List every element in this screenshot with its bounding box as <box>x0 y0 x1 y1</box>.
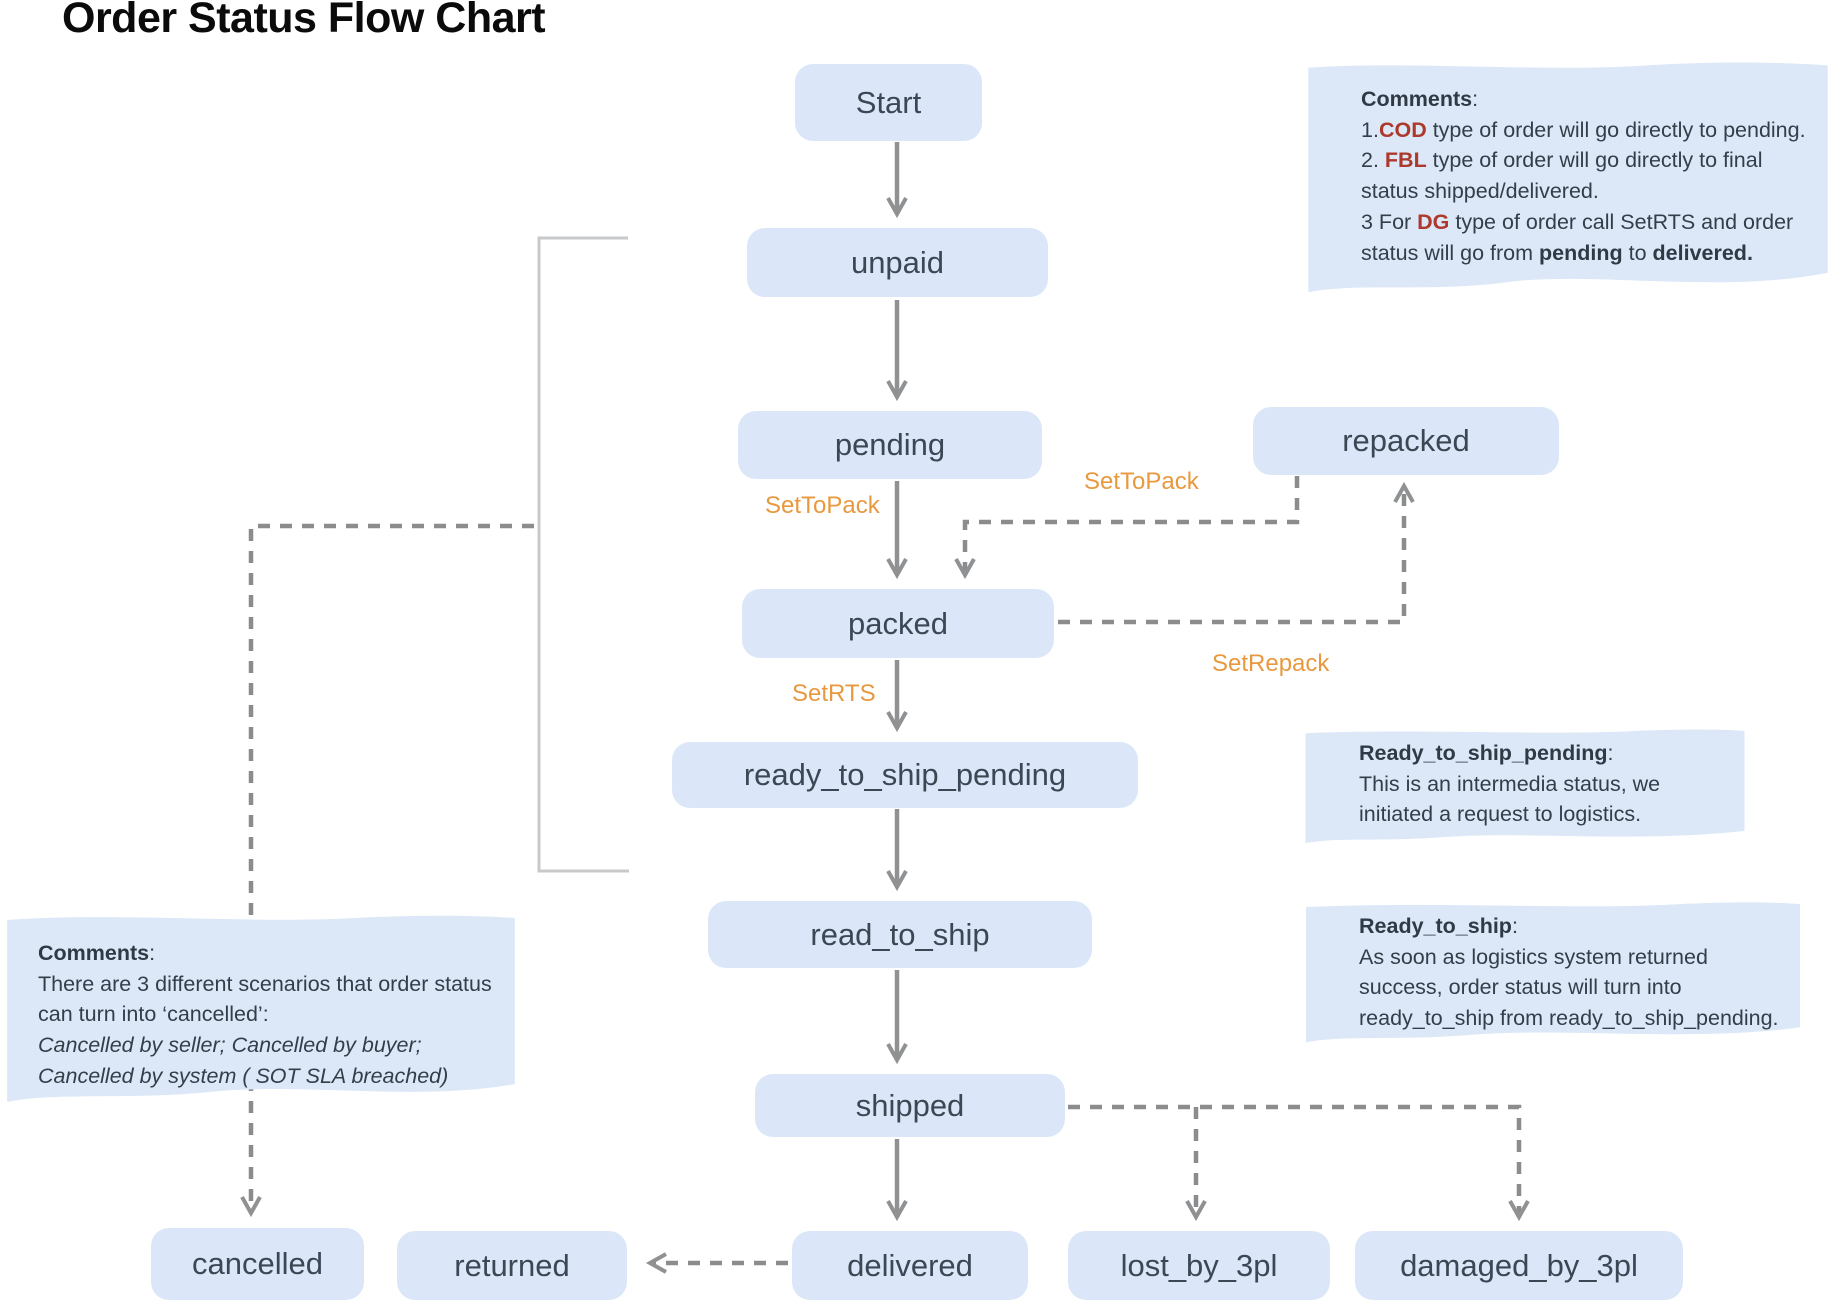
edge-label-setrepack: SetRepack <box>1212 650 1330 677</box>
node-label: Start <box>855 84 922 120</box>
keyword-dg: DG <box>1417 209 1450 234</box>
note-line: 2. FBL type of order will go directly to… <box>1361 148 1763 204</box>
note-heading: Ready_to_ship <box>1359 914 1512 938</box>
note-line: 1.COD type of order will go directly to … <box>1361 117 1806 142</box>
edge-label-settopack-repacked: SetToPack <box>1084 468 1199 495</box>
node-label: repacked <box>1342 423 1470 458</box>
node-packed: packed <box>742 589 1054 658</box>
node-repacked: repacked <box>1253 407 1559 475</box>
node-label: delivered <box>847 1247 973 1283</box>
note-heading: Ready_to_ship_pending <box>1359 741 1608 765</box>
node-label: packed <box>848 605 948 641</box>
node-returned: returned <box>397 1231 627 1300</box>
node-label: returned <box>454 1247 570 1283</box>
node-label: pending <box>834 427 946 462</box>
node-ready-to-ship-pending: ready_to_ship_pending <box>672 742 1138 808</box>
node-label: ready_to_ship_pending <box>743 757 1067 792</box>
note-ready-to-ship-pending: Ready_to_ship_pending: This is an interm… <box>1301 726 1749 848</box>
node-lost-by-3pl: lost_by_3pl <box>1068 1231 1330 1300</box>
node-unpaid: unpaid <box>747 228 1048 297</box>
note-wavy-background <box>1305 729 1745 844</box>
note-body: This is an intermedia status, we initiat… <box>1359 771 1661 827</box>
bracket-line <box>537 236 629 873</box>
note-wavy-background <box>1308 62 1828 293</box>
node-damaged-by-3pl: damaged_by_3pl <box>1355 1231 1683 1300</box>
node-label: read_to_ship <box>810 916 990 952</box>
note-cancel-comments: Comments: There are 3 different scenario… <box>2 910 520 1110</box>
note-body-italic: Cancelled by seller; Cancelled by buyer;… <box>38 1033 449 1088</box>
edge-label-settopack-main: SetToPack <box>765 492 880 519</box>
dashed-arrows <box>240 476 1530 1274</box>
node-label: cancelled <box>192 1246 323 1281</box>
note-body: As soon as logistics system returned suc… <box>1359 944 1779 1031</box>
edge-label-setrts: SetRTS <box>792 680 876 707</box>
node-start: Start <box>795 64 982 141</box>
page-title: Order Status Flow Chart <box>62 0 546 42</box>
note-wavy-background <box>7 915 515 1102</box>
note-ready-to-ship: Ready_to_ship: As soon as logistics syst… <box>1301 898 1805 1050</box>
node-shipped: shipped <box>755 1074 1065 1137</box>
node-label: unpaid <box>850 244 945 280</box>
note-heading: Comments <box>38 941 150 965</box>
note-wavy-background <box>1306 902 1800 1043</box>
node-cancelled: cancelled <box>151 1228 364 1300</box>
node-read-to-ship: read_to_ship <box>708 901 1092 968</box>
note-heading: Comments <box>1361 87 1473 111</box>
keyword-cod: COD <box>1378 117 1427 142</box>
node-label: damaged_by_3pl <box>1400 1247 1638 1283</box>
node-label: lost_by_3pl <box>1120 1247 1278 1283</box>
node-pending: pending <box>738 411 1042 479</box>
note-line: 3 For DG type of order call SetRTS and o… <box>1361 209 1794 265</box>
node-label: shipped <box>855 1087 965 1123</box>
note-body: There are 3 different scenarios that ord… <box>38 971 492 1027</box>
keyword-fbl: FBL <box>1384 148 1427 173</box>
note-flow-comments: Comments: 1.COD type of order will go di… <box>1303 58 1833 302</box>
node-delivered: delivered <box>792 1231 1028 1300</box>
